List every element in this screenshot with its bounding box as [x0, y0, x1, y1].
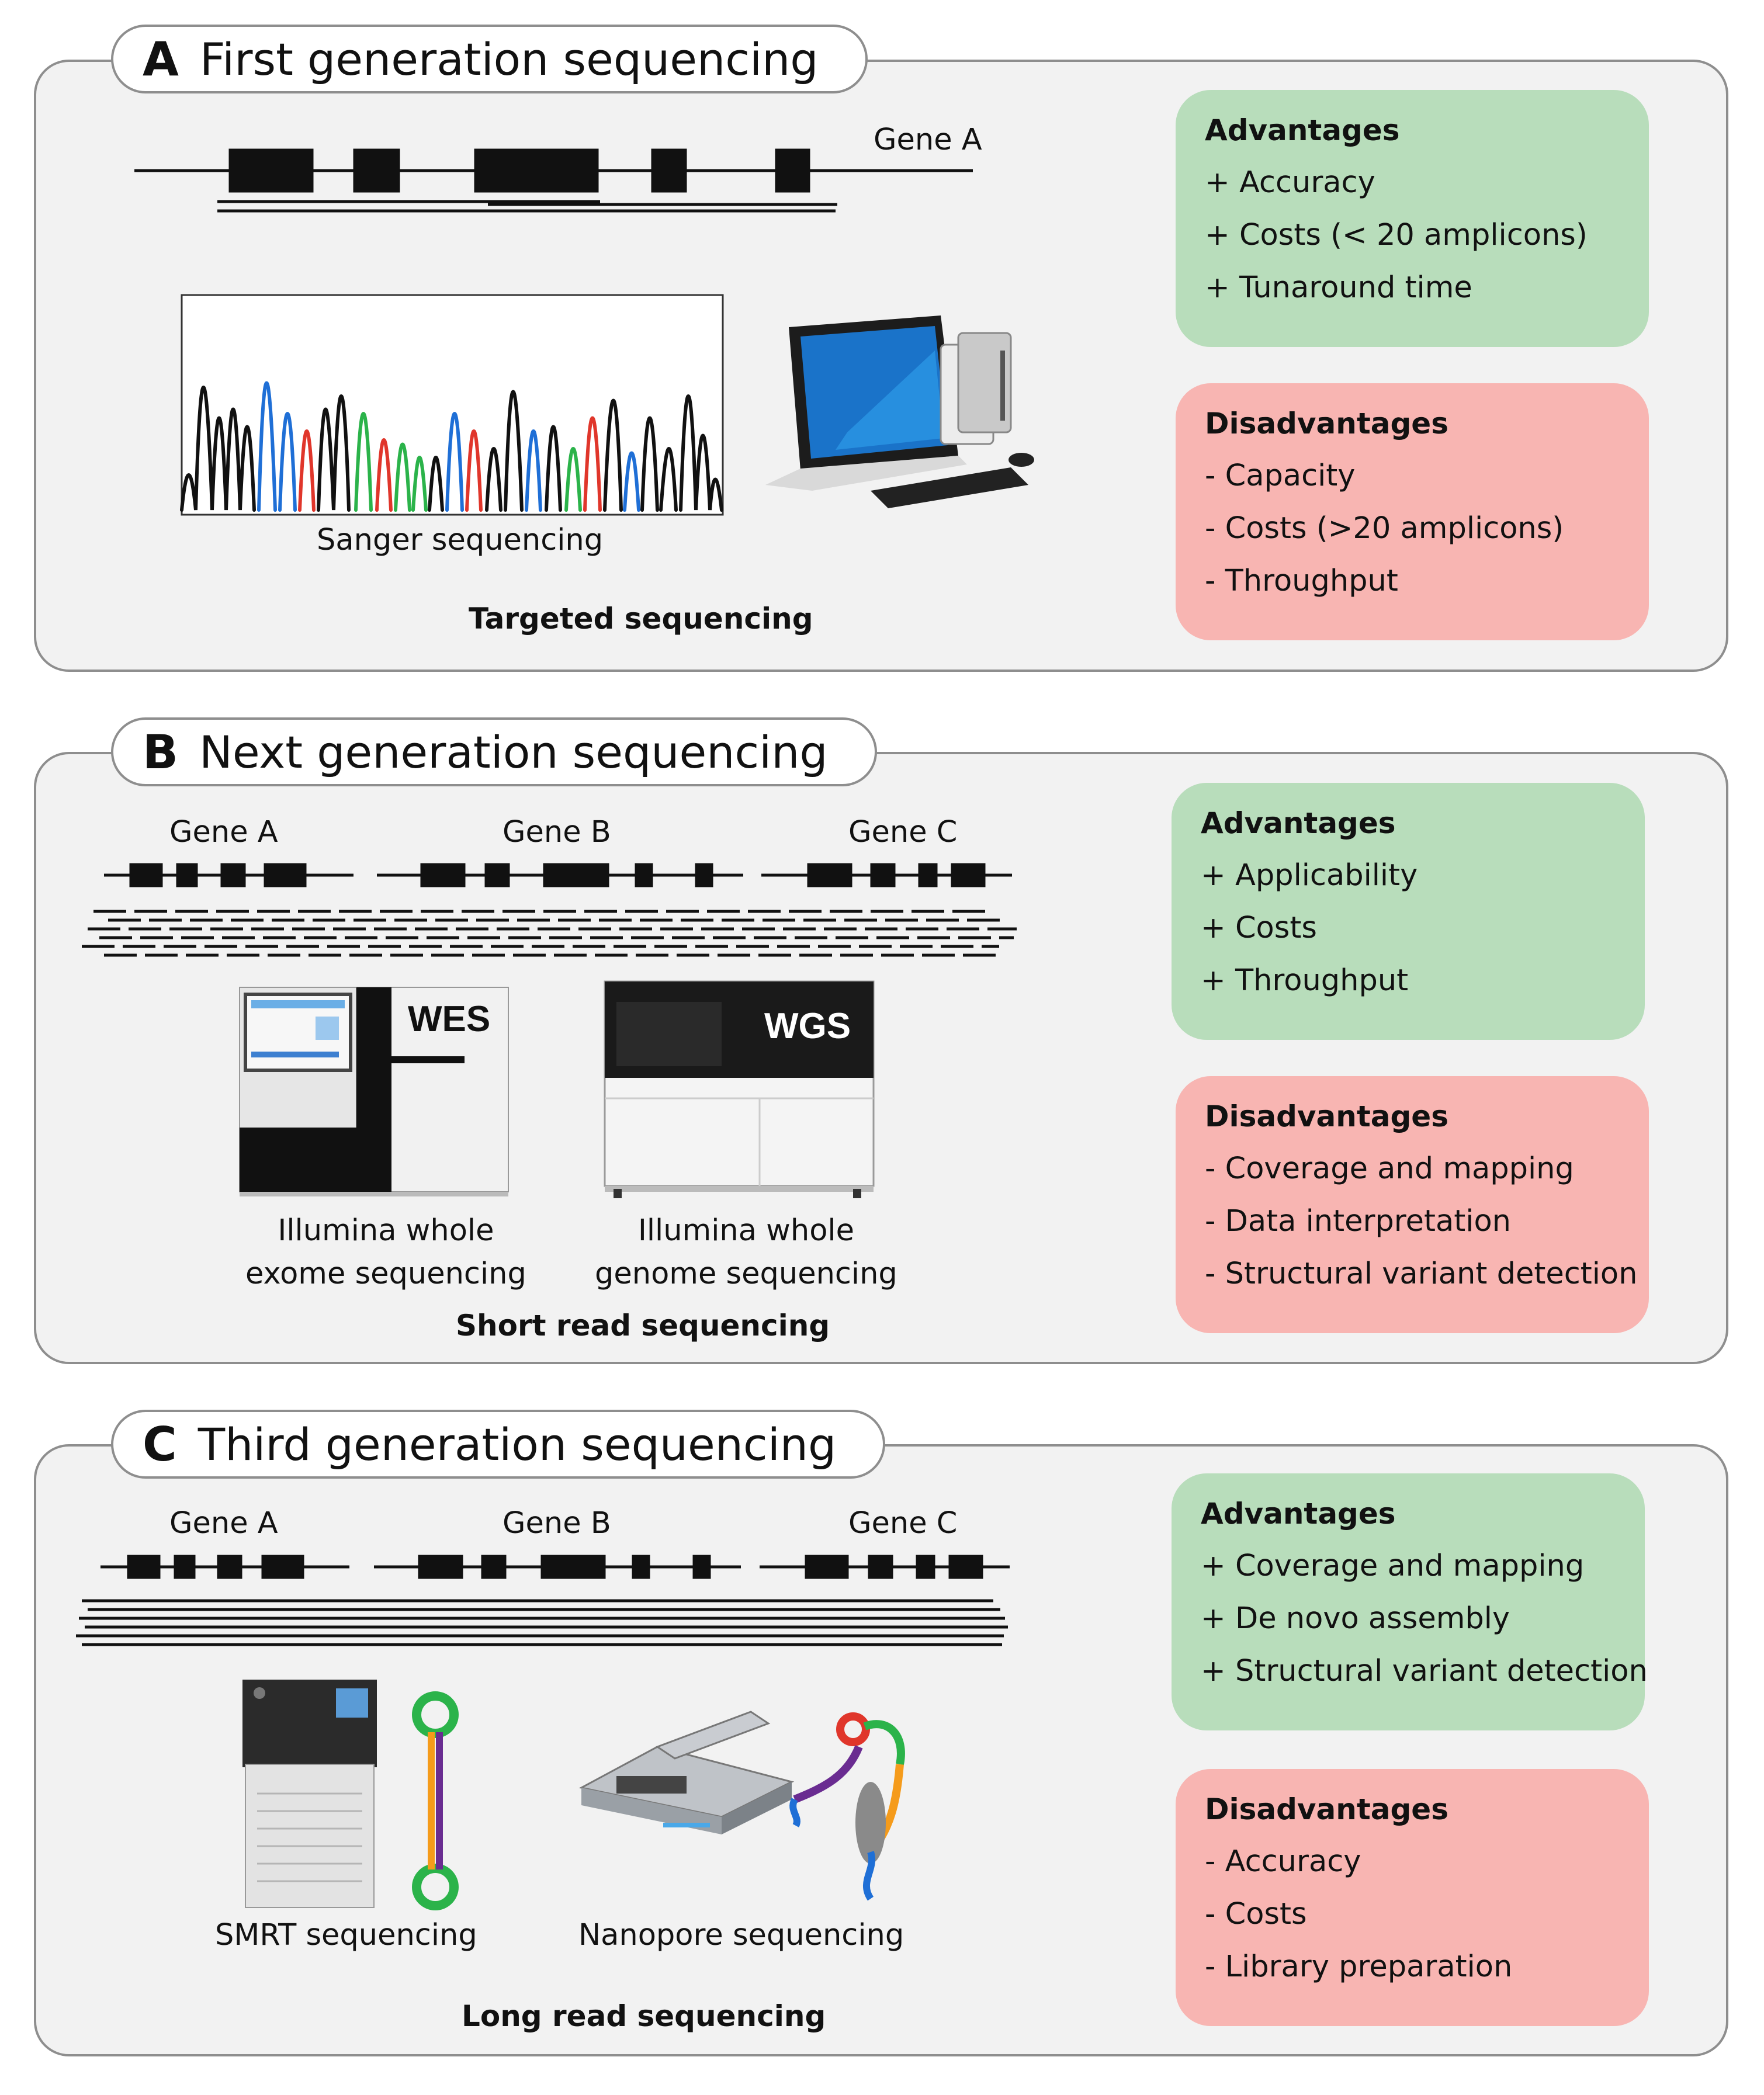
advantage-item: + De novo assembly — [1201, 1601, 1510, 1636]
wgs-caption-line: genome sequencing — [595, 1257, 897, 1291]
smrt-caption: SMRT sequencing — [215, 1918, 477, 1952]
disadvantage-item: - Coverage and mapping — [1205, 1151, 1574, 1186]
long-read-label: Long read sequencing — [462, 1999, 826, 2033]
disadvantages-heading: Disadvantages — [1205, 1792, 1448, 1826]
advantages-box-a: Advantages + Accuracy + Costs (< 20 ampl… — [1176, 90, 1649, 347]
gene-c-label: Gene C — [848, 815, 958, 849]
gene-a-label: Gene A — [874, 123, 982, 157]
advantages-heading: Advantages — [1205, 113, 1400, 147]
smrt-sequencer — [242, 1680, 377, 1908]
wes-caption-line: Illumina whole — [278, 1213, 494, 1248]
wgs-caption: Illumina whole genome sequencing — [595, 1209, 897, 1296]
gene-b-label: Gene B — [502, 1506, 611, 1541]
gene-a-label: Gene A — [169, 815, 278, 849]
advantages-heading: Advantages — [1201, 1497, 1396, 1531]
disadvantage-item: - Data interpretation — [1205, 1204, 1511, 1239]
panel-b-title-tab: B Next generation sequencing — [111, 717, 877, 786]
disadvantage-item: - Structural variant detection — [1205, 1257, 1638, 1291]
disadvantages-box-c: Disadvantages - Accuracy - Costs - Libra… — [1176, 1769, 1649, 2026]
short-read-label: Short read sequencing — [456, 1309, 830, 1343]
disadvantages-heading: Disadvantages — [1205, 407, 1448, 440]
panel-title: Next generation sequencing — [199, 726, 828, 778]
disadvantage-item: - Accuracy — [1205, 1844, 1361, 1879]
panel-title: First generation sequencing — [199, 33, 819, 85]
disadvantage-item: - Costs (>20 amplicons) — [1205, 511, 1564, 546]
targeted-sequencing-label: Targeted sequencing — [469, 602, 813, 636]
illumina-wgs-machine: WGS — [604, 980, 875, 1198]
panel-letter: B — [143, 724, 178, 779]
wes-caption-line: exome sequencing — [245, 1257, 526, 1291]
advantage-item: + Costs (< 20 amplicons) — [1205, 218, 1588, 252]
advantage-item: + Applicability — [1201, 858, 1418, 893]
disadvantages-box-a: Disadvantages - Capacity - Costs (>20 am… — [1176, 383, 1649, 640]
disadvantages-heading: Disadvantages — [1205, 1099, 1448, 1133]
panel-a-title-tab: A First generation sequencing — [111, 25, 868, 93]
nanopore-strand-icon — [789, 1712, 905, 1901]
disadvantage-item: - Throughput — [1205, 564, 1398, 598]
disadvantage-item: - Library preparation — [1205, 1950, 1513, 1984]
advantages-heading: Advantages — [1201, 806, 1396, 840]
wes-tag: WES — [408, 999, 490, 1039]
wes-caption: Illumina whole exome sequencing — [245, 1209, 526, 1296]
wgs-caption-line: Illumina whole — [637, 1213, 854, 1248]
panel-title: Third generation sequencing — [197, 1418, 837, 1470]
nanopore-caption: Nanopore sequencing — [578, 1918, 904, 1952]
smrtbell-template-icon — [412, 1691, 459, 1910]
disadvantages-box-b: Disadvantages - Coverage and mapping - D… — [1176, 1076, 1649, 1333]
advantages-box-b: Advantages + Applicability + Costs + Thr… — [1172, 783, 1645, 1040]
panel-letter: C — [143, 1417, 177, 1472]
disadvantage-item: - Capacity — [1205, 459, 1356, 493]
advantage-item: + Costs — [1201, 911, 1317, 945]
advantage-item: + Structural variant detection — [1201, 1654, 1648, 1688]
gene-a-label: Gene A — [169, 1506, 278, 1541]
advantage-item: + Accuracy — [1205, 165, 1375, 200]
advantage-item: + Tunaround time — [1205, 270, 1472, 305]
advantage-item: + Coverage and mapping — [1201, 1549, 1585, 1583]
panel-c-title-tab: C Third generation sequencing — [111, 1410, 886, 1479]
computer-icon — [765, 315, 1034, 508]
illumina-wes-machine: WES — [239, 987, 509, 1196]
sanger-caption: Sanger sequencing — [317, 523, 604, 557]
gene-c-label: Gene C — [848, 1506, 958, 1541]
gene-b-label: Gene B — [502, 815, 611, 849]
advantages-box-c: Advantages + Coverage and mapping + De n… — [1172, 1473, 1648, 1730]
disadvantage-item: - Costs — [1205, 1897, 1307, 1931]
nanopore-device — [578, 1711, 795, 1834]
sanger-trace-chromatogram — [180, 294, 724, 516]
wgs-tag: WGS — [764, 1006, 851, 1046]
advantage-item: + Throughput — [1201, 963, 1409, 998]
panel-letter: A — [143, 32, 179, 86]
